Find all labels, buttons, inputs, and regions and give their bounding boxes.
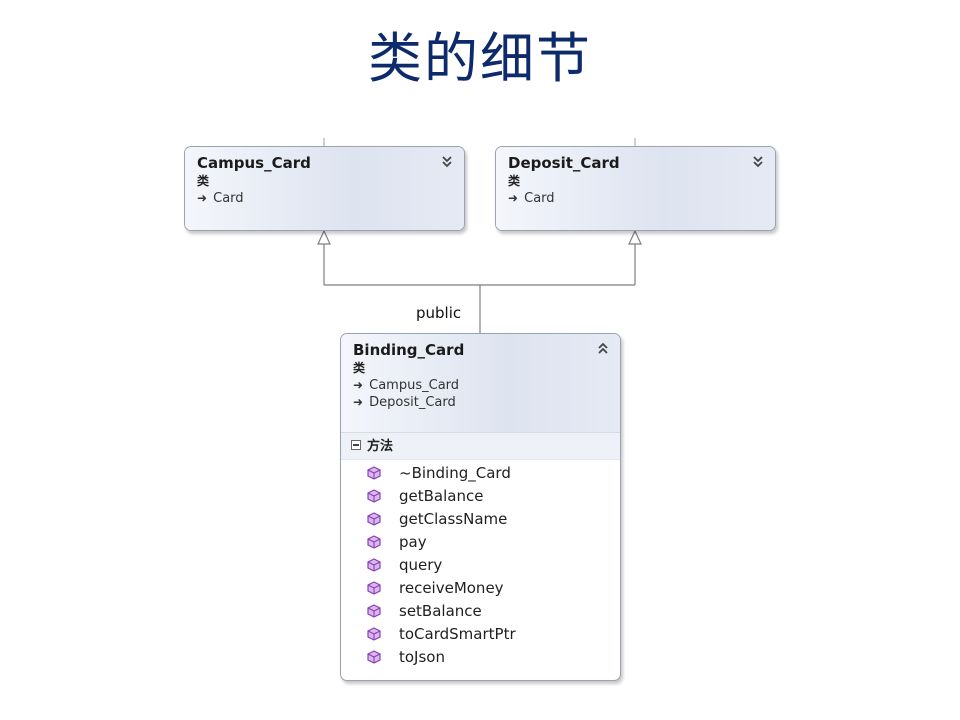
class-header: Binding_Card 类 ➜ Campus_Card ➜ Deposit_C… (341, 334, 620, 432)
method-cube-icon (367, 579, 381, 595)
class-kind: 类 (197, 174, 210, 188)
method-item[interactable]: ~Binding_Card (341, 462, 620, 485)
method-item[interactable]: receiveMoney (341, 577, 620, 600)
base-class-item: ➜ Card (197, 190, 452, 207)
method-cube-icon (367, 648, 381, 664)
method-item[interactable]: toJson (341, 646, 620, 669)
deposit-inheritance-arrowhead (628, 229, 642, 245)
method-item[interactable]: setBalance (341, 600, 620, 623)
method-name: receiveMoney (399, 579, 504, 597)
method-name: setBalance (399, 602, 482, 620)
class-header: Campus_Card 类 ➜ Card (185, 147, 464, 230)
method-name: ~Binding_Card (399, 464, 511, 482)
method-name: toCardSmartPtr (399, 625, 516, 643)
class-name: Deposit_Card (508, 154, 620, 172)
method-list: ~Binding_Card getBalance getClassName pa… (341, 460, 620, 669)
class-box-deposit-card[interactable]: Deposit_Card 类 ➜ Card (495, 146, 776, 231)
class-box-campus-card[interactable]: Campus_Card 类 ➜ Card (184, 146, 465, 231)
class-box-binding-card[interactable]: Binding_Card 类 ➜ Campus_Card ➜ Deposit_C… (340, 333, 621, 681)
campus-inheritance-arrowhead (317, 229, 331, 245)
base-class-name: Deposit_Card (369, 395, 456, 410)
inherit-arrow-icon: ➜ (197, 191, 208, 205)
double-chevron-down-icon[interactable] (440, 154, 454, 168)
method-cube-icon (367, 464, 381, 480)
inherit-arrow-icon: ➜ (508, 191, 519, 205)
method-cube-icon (367, 556, 381, 572)
method-name: pay (399, 533, 427, 551)
inherit-arrow-icon: ➜ (353, 378, 364, 392)
base-class-item: ➜ Card (508, 190, 763, 207)
method-name: getBalance (399, 487, 484, 505)
class-kind: 类 (508, 174, 521, 188)
slide-title: 类的细节 (368, 27, 592, 90)
base-class-name: Campus_Card (369, 378, 460, 393)
base-class-item: ➜ Deposit_Card (353, 394, 608, 411)
relationship-label: public (416, 304, 462, 322)
class-name: Binding_Card (353, 341, 465, 359)
method-name: getClassName (399, 510, 508, 528)
method-item[interactable]: getClassName (341, 508, 620, 531)
method-item[interactable]: query (341, 554, 620, 577)
method-cube-icon (367, 625, 381, 641)
class-name: Campus_Card (197, 154, 311, 172)
collapse-minus-icon[interactable] (351, 440, 361, 450)
base-class-name: Card (213, 191, 244, 206)
method-cube-icon (367, 510, 381, 526)
methods-section-label: 方法 (367, 439, 394, 454)
method-cube-icon (367, 533, 381, 549)
method-name: query (399, 556, 443, 574)
method-item[interactable]: toCardSmartPtr (341, 623, 620, 646)
base-class-name: Card (524, 191, 555, 206)
base-class-item: ➜ Campus_Card (353, 377, 608, 394)
method-cube-icon (367, 487, 381, 503)
method-item[interactable]: pay (341, 531, 620, 554)
class-kind: 类 (353, 361, 366, 375)
class-header: Deposit_Card 类 ➜ Card (496, 147, 775, 230)
double-chevron-up-icon[interactable] (596, 341, 610, 355)
method-name: toJson (399, 648, 445, 666)
methods-section-header[interactable]: 方法 (341, 432, 620, 460)
double-chevron-down-icon[interactable] (751, 154, 765, 168)
inherit-arrow-icon: ➜ (353, 395, 364, 409)
method-item[interactable]: getBalance (341, 485, 620, 508)
method-cube-icon (367, 602, 381, 618)
